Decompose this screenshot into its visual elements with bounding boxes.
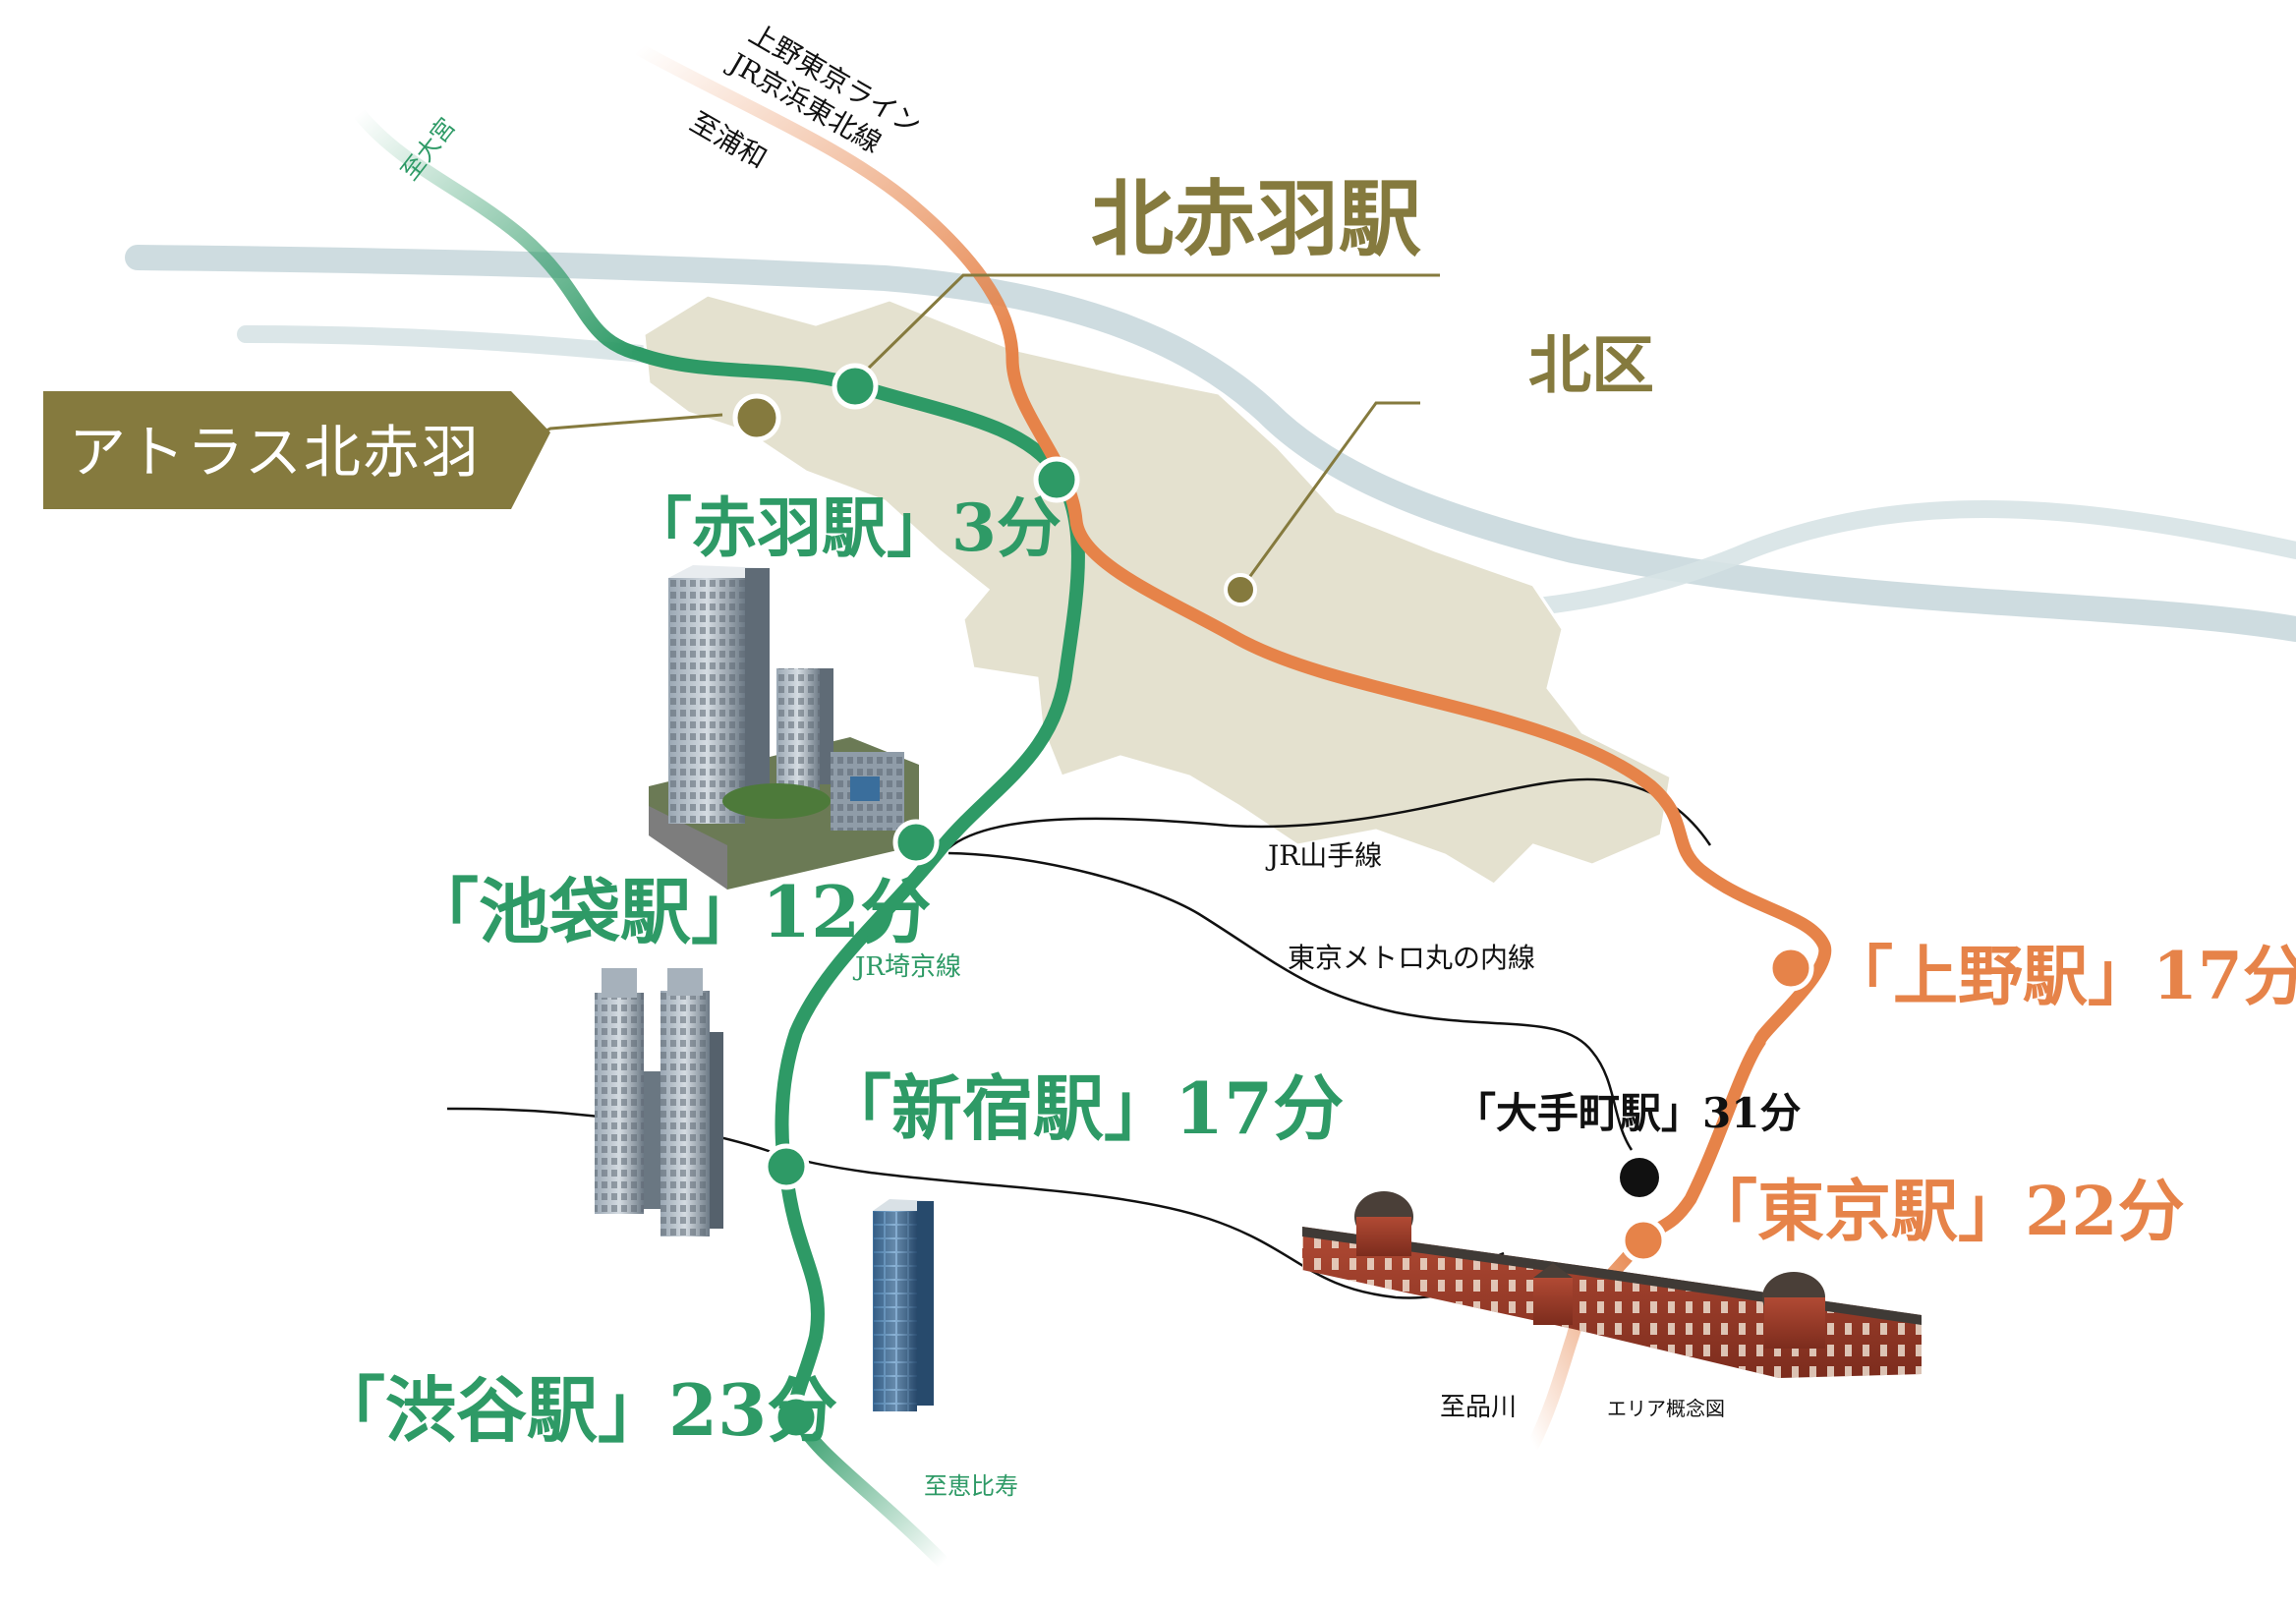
kita-akabane-station-title: 北赤羽駅 bbox=[1091, 170, 1421, 267]
property-marker bbox=[732, 393, 781, 442]
tokyo-marker bbox=[1620, 1217, 1667, 1264]
shinjuku-marker bbox=[763, 1143, 810, 1190]
district-marker bbox=[1224, 573, 1257, 606]
kita-akabane-marker bbox=[832, 363, 879, 410]
saikyo-label: JR埼京線 bbox=[852, 952, 961, 982]
green-end-label: 至恵比寿 bbox=[924, 1472, 1018, 1500]
otemachi-marker bbox=[1620, 1158, 1659, 1197]
orange-end-label: 至品川 bbox=[1440, 1393, 1517, 1422]
marunouchi-label: 東京メトロ丸の内線 bbox=[1288, 942, 1535, 974]
yamanote-label: JR山手線 bbox=[1265, 839, 1382, 872]
concept-note: エリア概念図 bbox=[1607, 1397, 1725, 1420]
station-labels: 「赤羽駅」3分 「池袋駅」12分 「新宿駅」17分 「渋谷駅」23分 「上野駅」… bbox=[315, 489, 2296, 1452]
tokyo-station-building-illustration bbox=[1302, 1191, 1922, 1378]
ikebukuro-label: 「池袋駅」12分 bbox=[408, 870, 931, 953]
property-name: アトラス北赤羽 bbox=[69, 419, 481, 486]
shibuya-label: 「渋谷駅」23分 bbox=[315, 1368, 837, 1452]
keihin-tohoku-line bbox=[632, 42, 1832, 1452]
district-label: 北区 bbox=[1528, 329, 1654, 403]
akabane-label: 「赤羽駅」3分 bbox=[627, 489, 1062, 566]
sunshine-building-illustration bbox=[649, 565, 919, 890]
ueno-marker bbox=[1767, 945, 1814, 992]
tokyo-metropolitan-building-illustration bbox=[595, 968, 723, 1236]
shibuya-marker bbox=[773, 1394, 820, 1441]
tokyo-label: 「東京駅」22分 bbox=[1691, 1173, 2185, 1251]
ikebukuro-marker bbox=[892, 819, 940, 866]
station-markers bbox=[732, 363, 1814, 1441]
shibuya-tower-illustration bbox=[873, 1199, 934, 1411]
shinjuku-label: 「新宿駅」17分 bbox=[821, 1066, 1344, 1150]
ueno-label: 「上野駅」17分 bbox=[1828, 938, 2296, 1014]
akabane-marker bbox=[1033, 456, 1080, 503]
otemachi-label: 「大手町駅」31分 bbox=[1455, 1089, 1801, 1137]
property-label: アトラス北赤羽 bbox=[43, 391, 550, 509]
